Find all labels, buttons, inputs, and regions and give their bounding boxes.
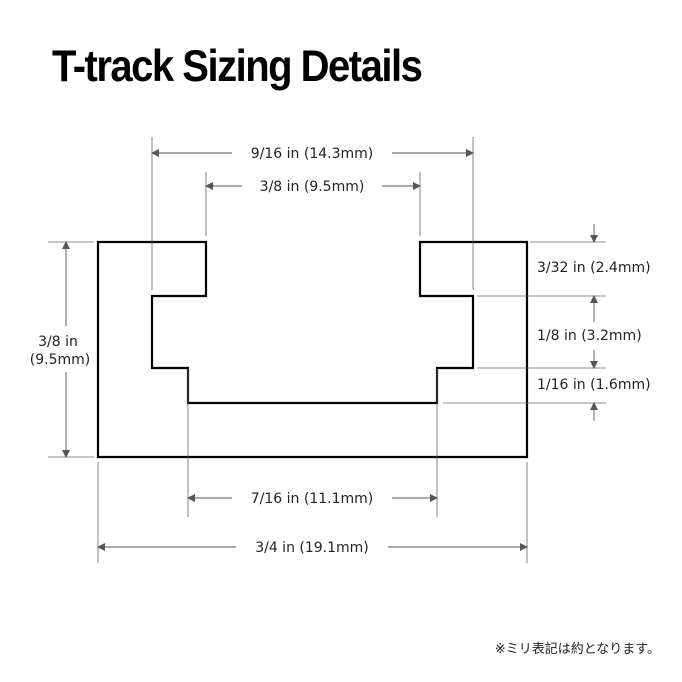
dimension-lines (62, 149, 598, 551)
page-title: T-track Sizing Details (52, 41, 423, 92)
label-top-outer: 9/16 in (14.3mm) (251, 146, 373, 162)
label-overall-width: 3/4 in (19.1mm) (255, 540, 369, 556)
label-slot-depth: 1/8 in (3.2mm) (537, 328, 642, 344)
t-track-profile (96, 240, 529, 459)
dimension-labels: 9/16 in (14.3mm) 3/8 in (9.5mm) 3/8 in (… (30, 146, 651, 556)
label-height-line2: (9.5mm) (30, 352, 90, 368)
label-lip-thickness: 3/32 in (2.4mm) (537, 260, 651, 276)
label-step-depth: 1/16 in (1.6mm) (537, 377, 651, 393)
label-bottom-inner: 7/16 in (11.1mm) (251, 491, 373, 507)
label-top-inner: 3/8 in (9.5mm) (260, 179, 365, 195)
label-height-line1: 3/8 in (38, 334, 78, 350)
approximation-note: ※ミリ表記は約となります。 (494, 642, 660, 657)
